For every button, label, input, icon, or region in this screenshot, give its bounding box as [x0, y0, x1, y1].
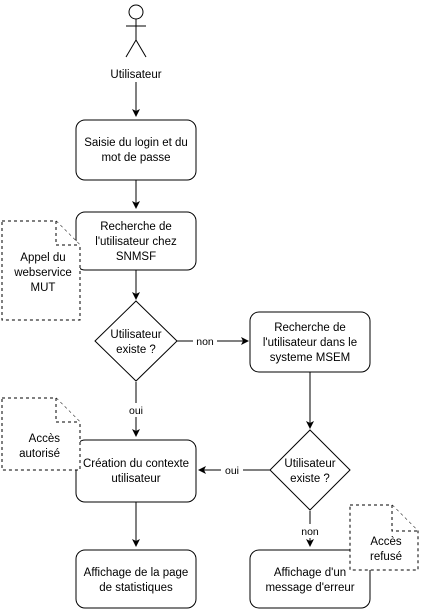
actor-icon	[125, 4, 147, 58]
process-login: Saisie du login et du mot de passe	[75, 119, 197, 181]
edge-label-non-1: non	[196, 336, 214, 348]
process-search-snmsf: Recherche de l'utilisateur chez SNMSF	[75, 211, 197, 271]
process-error-message: Affichage d'un message d'erreur	[249, 549, 371, 609]
note-mut-line-1: Appel du	[20, 252, 65, 264]
edge-label-non-2: non	[301, 526, 319, 538]
note-mut: Appel du webservice MUT	[1, 220, 81, 321]
process-login-line-1: Saisie du login et du	[84, 137, 188, 149]
decision-user-exists-1: Utilisateur existe ?	[94, 300, 178, 382]
decision-1-line-2: existe ?	[116, 344, 156, 356]
process-search-msem-line-3: systeme MSEM	[270, 352, 351, 364]
note-mut-line-3: MUT	[31, 282, 56, 294]
decision-2-line-1: Utilisateur	[284, 458, 335, 470]
process-error-message-line-2: message d'erreur	[265, 582, 354, 594]
process-stats-page-line-2: de statistiques	[99, 582, 173, 594]
process-search-msem-line-1: Recherche de	[274, 322, 346, 334]
note-granted-line-2: autorisé	[19, 448, 60, 460]
process-create-context-line-1: Création du contexte	[83, 458, 189, 470]
process-error-message-line-1: Affichage d'un	[274, 567, 346, 579]
process-search-msem-line-2: l'utilisateur dans le	[263, 337, 357, 349]
decision-1-line-1: Utilisateur	[110, 329, 161, 341]
process-stats-page: Affichage de la page de statistiques	[75, 549, 197, 609]
note-denied-line-1: Accès	[370, 536, 402, 548]
process-stats-page-line-1: Affichage de la page	[84, 567, 189, 579]
note-mut-line-2: webservice	[13, 267, 72, 279]
decision-2-line-2: existe ?	[290, 473, 330, 485]
process-search-snmsf-line-3: SNMSF	[116, 251, 156, 263]
process-create-context-line-2: utilisateur	[111, 473, 160, 485]
decision-user-exists-2: Utilisateur existe ?	[269, 429, 351, 511]
note-denied-line-2: refusé	[370, 551, 402, 563]
note-access-granted: Accès autorisé	[1, 397, 81, 471]
process-search-msem: Recherche de l'utilisateur dans le syste…	[249, 311, 371, 373]
edge-label-oui-1: oui	[129, 405, 143, 417]
actor-label: Utilisateur	[110, 69, 161, 81]
process-login-line-2: mot de passe	[101, 152, 170, 164]
process-search-snmsf-line-1: Recherche de	[100, 221, 172, 233]
note-granted-line-1: Accès	[29, 433, 61, 445]
note-access-denied: Accès refusé	[349, 504, 419, 571]
edge-label-oui-2: oui	[225, 465, 239, 477]
process-create-context: Création du contexte utilisateur	[75, 439, 197, 503]
process-search-snmsf-line-2: l'utilisateur chez	[95, 236, 177, 248]
